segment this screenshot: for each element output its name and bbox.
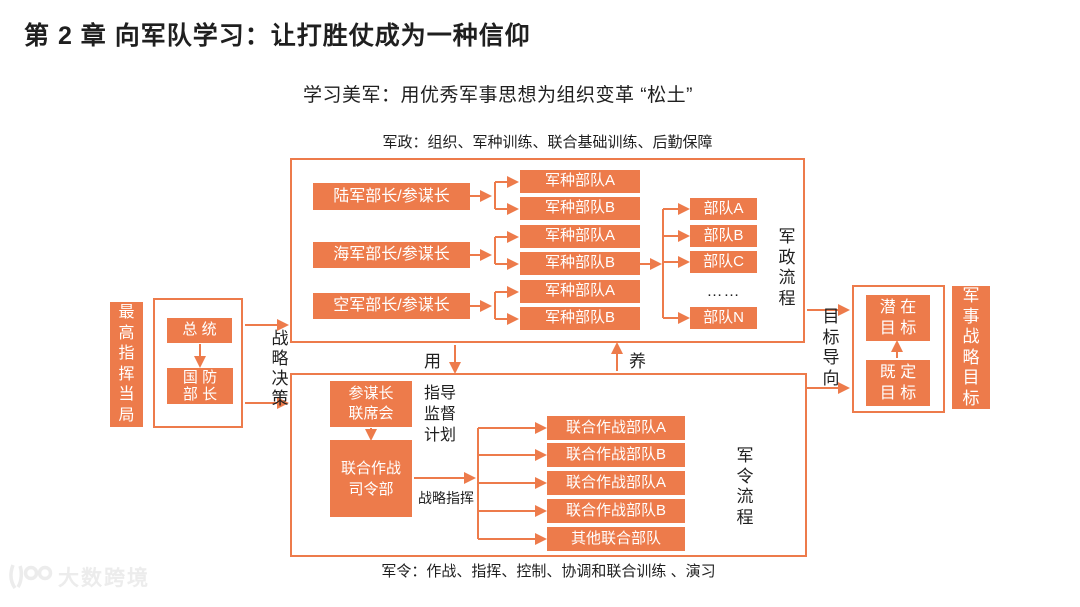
service-unit-box: 军种部队B bbox=[520, 252, 640, 275]
strategic-decision-label: 战略决策 bbox=[271, 329, 289, 408]
service-unit-box: 军种部队B bbox=[520, 307, 640, 330]
troop-box: 部队A bbox=[690, 198, 757, 220]
nurture-label: 养 bbox=[629, 352, 646, 371]
goal-orientation-label: 目标导向 bbox=[822, 307, 840, 388]
airforce-secretary-box: 空军部长/参谋长 bbox=[313, 293, 470, 319]
use-label: 用 bbox=[424, 352, 441, 371]
service-unit-box: 军种部队A bbox=[520, 225, 640, 248]
troop-box: 部队N bbox=[690, 307, 757, 329]
supreme-command-authority-box: 最高指挥当局 bbox=[110, 302, 143, 427]
joint-operations-command-box: 联合作战 司令部 bbox=[330, 440, 412, 517]
joint-unit-box: 联合作战部队A bbox=[547, 416, 685, 440]
military-command-frame bbox=[290, 373, 807, 557]
potential-target-box: 潜 在 目 标 bbox=[866, 295, 930, 341]
use-nurture-arrows bbox=[449, 342, 623, 374]
service-unit-box: 军种部队A bbox=[520, 280, 640, 303]
targets-frame bbox=[852, 285, 945, 413]
military-command-flow-label: 军令流程 bbox=[736, 446, 754, 527]
military-administration-caption: 军政：组织、军种训练、联合基础训练、后勤保障 bbox=[382, 134, 713, 151]
joint-unit-box: 联合作战部队B bbox=[547, 499, 685, 523]
service-unit-box: 军种部队A bbox=[520, 170, 640, 193]
defense-minister-box: 国 防 部 长 bbox=[167, 368, 233, 404]
military-administration-frame bbox=[290, 158, 805, 343]
president-box: 总 统 bbox=[167, 318, 232, 343]
military-strategic-goal-box: 军事战略目标 bbox=[952, 286, 990, 409]
command-group-frame bbox=[153, 298, 243, 428]
troops-ellipsis: …… bbox=[706, 283, 741, 300]
page-subtitle: 学习美军：用优秀军事思想为组织变革 “松土” bbox=[303, 85, 693, 106]
page-title: 第 2 章 向军队学习：让打胜仗成为一种信仰 bbox=[24, 22, 531, 50]
navy-secretary-box: 海军部长/参谋长 bbox=[313, 242, 470, 268]
joint-unit-box: 联合作战部队A bbox=[547, 471, 685, 495]
other-joint-unit-box: 其他联合部队 bbox=[547, 527, 685, 551]
strategic-command-label: 战略指挥 bbox=[418, 490, 474, 506]
troop-box: 部队B bbox=[690, 225, 757, 247]
established-target-box: 既 定 目 标 bbox=[866, 360, 930, 406]
guide-supervise-plan-label: 指导 监督 计划 bbox=[424, 385, 457, 444]
service-unit-box: 军种部队B bbox=[520, 197, 640, 220]
joint-unit-box: 联合作战部队B bbox=[547, 443, 685, 467]
watermark-text: 大数跨境 bbox=[58, 567, 150, 590]
military-administration-flow-label: 军政流程 bbox=[778, 227, 796, 308]
watermark-100-logo bbox=[9, 564, 53, 590]
joint-chiefs-of-staff-box: 参谋长 联席会 bbox=[330, 381, 412, 427]
military-command-caption: 军令：作战、指挥、控制、协调和联合训练 、演习 bbox=[381, 563, 716, 580]
watermark: 大数跨境 bbox=[8, 561, 150, 593]
troop-box: 部队C bbox=[690, 251, 757, 273]
army-secretary-box: 陆军部长/参谋长 bbox=[313, 183, 470, 210]
